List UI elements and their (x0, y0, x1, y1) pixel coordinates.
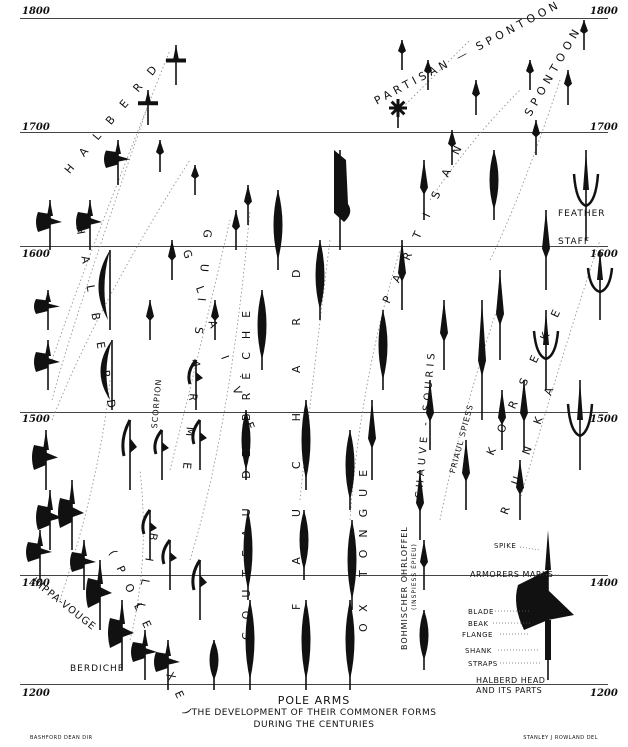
weapon-head-41 (462, 440, 470, 510)
weapon-head-20 (472, 80, 480, 115)
chart-title: POLE ARMS (0, 694, 628, 707)
weapon-head-15 (316, 240, 325, 320)
weapon-head-1 (138, 90, 158, 125)
weapon-head-22 (564, 70, 572, 105)
weapon-head-68 (58, 480, 84, 550)
weapon-head-30 (542, 210, 550, 290)
weapon-head-31 (588, 250, 612, 320)
weapon-head-51 (163, 540, 177, 590)
weapon-head-66 (32, 430, 58, 490)
weapon-head-3 (156, 140, 164, 172)
part-straps: STRAPS (468, 660, 498, 668)
part-shank: SHANK (465, 647, 492, 655)
weapon-head-7 (34, 290, 60, 330)
weapon-head-28 (490, 150, 499, 220)
weapon-head-65 (346, 600, 355, 690)
credit-right: STANLEY J ROWLAND DEL (523, 735, 598, 741)
weapon-head-12 (244, 185, 252, 225)
weapon-head-57 (346, 430, 355, 510)
chart-subtitle-2: DURING THE CENTURIES (0, 720, 628, 730)
weapon-head-5 (36, 200, 62, 250)
label-langue-de-boeuf: (INSPIESS ÉPIEU) (411, 543, 418, 610)
label-couteau-de-breche: COUTEAU DE BRÈCHE (240, 298, 253, 640)
weapon-head-52 (193, 560, 207, 620)
weapon-head-21 (526, 60, 534, 90)
label-feather-staff: FEATHER STAFF (558, 200, 608, 256)
weapon-head-0 (166, 45, 186, 85)
weapon-head-44 (34, 340, 60, 390)
chart-subtitle-1: THE DEVELOPMENT OF THEIR COMMONER FORMS (0, 708, 628, 718)
weapon-head-64 (302, 600, 311, 690)
part-blade: BLADE (468, 608, 494, 616)
weapon-head-24 (389, 99, 407, 128)
weapon-head-62 (420, 610, 429, 670)
label-bohmischer-ohrloffel: BOHMISCHER OHRLOFFEL (400, 526, 409, 650)
weapon-head-34 (478, 300, 486, 420)
weapon-head-9 (146, 300, 154, 340)
part-spike: SPIKE (494, 542, 516, 550)
weapon-head-33 (440, 300, 448, 370)
part-flange: FLANGE (462, 631, 493, 639)
weapon-head-26 (532, 120, 540, 155)
label-berdiche: BERDICHE (70, 664, 124, 674)
part-beak: BEAK (468, 620, 489, 628)
weapon-head-61 (420, 540, 428, 590)
weapon-head-14 (334, 150, 350, 250)
weapon-head-71 (26, 530, 52, 580)
lineage-line-2 (52, 160, 190, 420)
weapon-head-37 (379, 310, 388, 390)
weapon-head-39 (568, 380, 592, 470)
part-armorers-marks: ARMORERS MARKS (470, 570, 553, 579)
weapon-head-59 (348, 520, 357, 610)
parts-caption-line1: HALBERD HEAD (476, 676, 545, 685)
weapon-head-72 (108, 600, 134, 670)
weapon-head-75 (210, 640, 219, 690)
label-fauchard: FAUCHARD (290, 230, 303, 610)
weapon-head-48 (155, 430, 169, 480)
weapon-head-2 (104, 140, 130, 185)
weapon-head-13 (274, 190, 283, 270)
weapon-head-76 (516, 530, 574, 680)
weapon-head-11 (232, 210, 240, 250)
weapon-head-10 (168, 240, 176, 280)
part-leader-0 (520, 547, 540, 550)
weapon-head-4 (191, 165, 199, 195)
lineage-line-12 (60, 380, 110, 600)
label-ox-tongue: OX TONGUE (357, 458, 370, 632)
weapon-head-49 (123, 420, 137, 490)
weapon-head-18 (398, 40, 406, 70)
weapon-head-17 (258, 290, 267, 370)
credit-left: BASHFORD DEAN DIR (30, 735, 93, 741)
weapon-head-35 (496, 270, 504, 360)
